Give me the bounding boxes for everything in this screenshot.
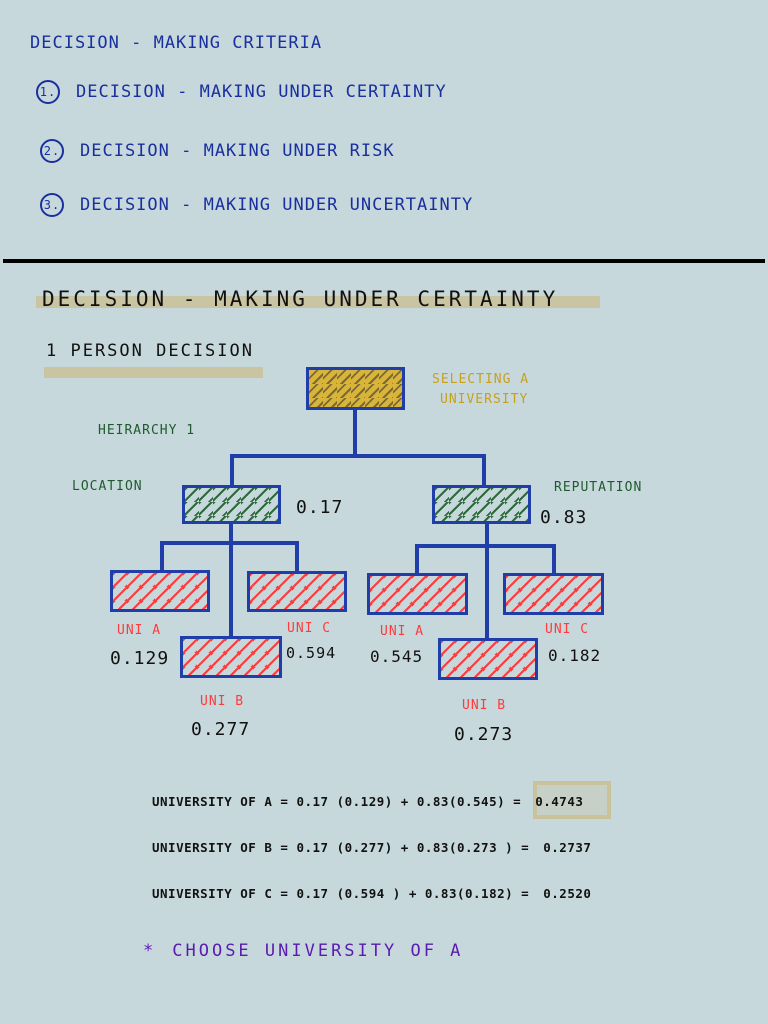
location-weight: 0.17 (296, 497, 344, 518)
section-title: DECISION - MAKING UNDER CERTAINTY (42, 287, 559, 311)
connector-to-rep-uni-c (552, 544, 556, 574)
reputation-uni-a-node (367, 573, 468, 615)
subtitle-highlight (44, 367, 263, 378)
criteria-item-1: 1. DECISION - MAKING UNDER CERTAINTY (36, 80, 447, 104)
location-uni-a-label: UNI A (117, 623, 162, 638)
title-highlight (36, 296, 600, 308)
location-uni-b-value: 0.277 (191, 719, 251, 740)
calc-c-result: 0.2520 (543, 886, 592, 901)
conclusion-text: CHOOSE UNIVERSITY OF A (172, 941, 464, 961)
goal-node (306, 367, 405, 410)
criteria-item-3-text: DECISION - MAKING UNDER UNCERTAINTY (80, 195, 474, 215)
connector-to-loc-uni-c (295, 541, 299, 572)
goal-label-line2: UNIVERSITY (440, 392, 529, 407)
calc-b-expression: UNIVERSITY OF B = 0.17 (0.277) + 0.83(0.… (152, 840, 530, 855)
connector-to-reputation (482, 454, 486, 486)
reputation-node (432, 485, 531, 524)
location-uni-b-label: UNI B (200, 694, 245, 709)
location-uni-a-node (110, 570, 210, 612)
location-label: LOCATION (72, 479, 143, 494)
section-divider (3, 259, 765, 263)
criteria-item-2-text: DECISION - MAKING UNDER RISK (80, 141, 395, 161)
connector-location-bar (160, 541, 299, 545)
location-node (182, 485, 281, 524)
reputation-uni-b-node (438, 638, 538, 680)
reputation-uni-c-node (503, 573, 604, 615)
connector-goal-down (353, 408, 357, 456)
calc-b-result: 0.2737 (543, 840, 592, 855)
connector-location-down (229, 522, 233, 638)
criteria-title: DECISION - MAKING CRITERIA (30, 33, 323, 53)
goal-label-line1: SELECTING A (432, 372, 530, 387)
number-circle-2: 2. (40, 139, 64, 163)
criteria-item-2: 2. DECISION - MAKING UNDER RISK (40, 139, 395, 163)
star-icon: * (143, 941, 157, 961)
criteria-item-1-text: DECISION - MAKING UNDER CERTAINTY (76, 82, 447, 102)
calc-university-b: UNIVERSITY OF B = 0.17 (0.277) + 0.83(0.… (152, 840, 591, 855)
connector-to-loc-uni-a (160, 541, 164, 572)
calc-university-c: UNIVERSITY OF C = 0.17 (0.594 ) + 0.83(0… (152, 886, 591, 901)
location-uni-b-node (180, 636, 282, 678)
location-uni-c-value: 0.594 (286, 644, 337, 662)
connector-reputation-down (485, 522, 489, 640)
connector-to-rep-uni-a (415, 544, 419, 574)
hierarchy-label: HEIRARCHY 1 (98, 423, 196, 438)
calc-c-expression: UNIVERSITY OF C = 0.17 (0.594 ) + 0.83(0… (152, 886, 530, 901)
section-subtitle: 1 PERSON DECISION (46, 341, 254, 361)
reputation-weight: 0.83 (540, 507, 588, 528)
calc-university-a: UNIVERSITY OF A = 0.17 (0.129) + 0.83(0.… (152, 794, 583, 809)
reputation-label: REPUTATION (554, 480, 643, 495)
reputation-uni-a-label: UNI A (380, 624, 425, 639)
calc-a-expression: UNIVERSITY OF A = 0.17 (0.129) + 0.83(0.… (152, 794, 522, 809)
reputation-uni-c-value: 0.182 (548, 646, 602, 665)
location-uni-c-label: UNI C (287, 621, 332, 636)
connector-criteria-bar (230, 454, 486, 458)
reputation-uni-c-label: UNI C (545, 622, 590, 637)
reputation-uni-b-value: 0.273 (454, 724, 514, 745)
location-uni-c-node (247, 571, 347, 612)
connector-to-location (230, 454, 234, 486)
number-circle-1: 1. (36, 80, 60, 104)
connector-reputation-bar (415, 544, 556, 548)
conclusion: * CHOOSE UNIVERSITY OF A (143, 941, 463, 961)
criteria-item-3: 3. DECISION - MAKING UNDER UNCERTAINTY (40, 193, 473, 217)
reputation-uni-b-label: UNI B (462, 698, 507, 713)
location-uni-a-value: 0.129 (110, 648, 170, 669)
answer-highlight (533, 781, 611, 819)
reputation-uni-a-value: 0.545 (370, 647, 424, 666)
calc-a-result: 0.4743 (535, 794, 584, 809)
number-circle-3: 3. (40, 193, 64, 217)
